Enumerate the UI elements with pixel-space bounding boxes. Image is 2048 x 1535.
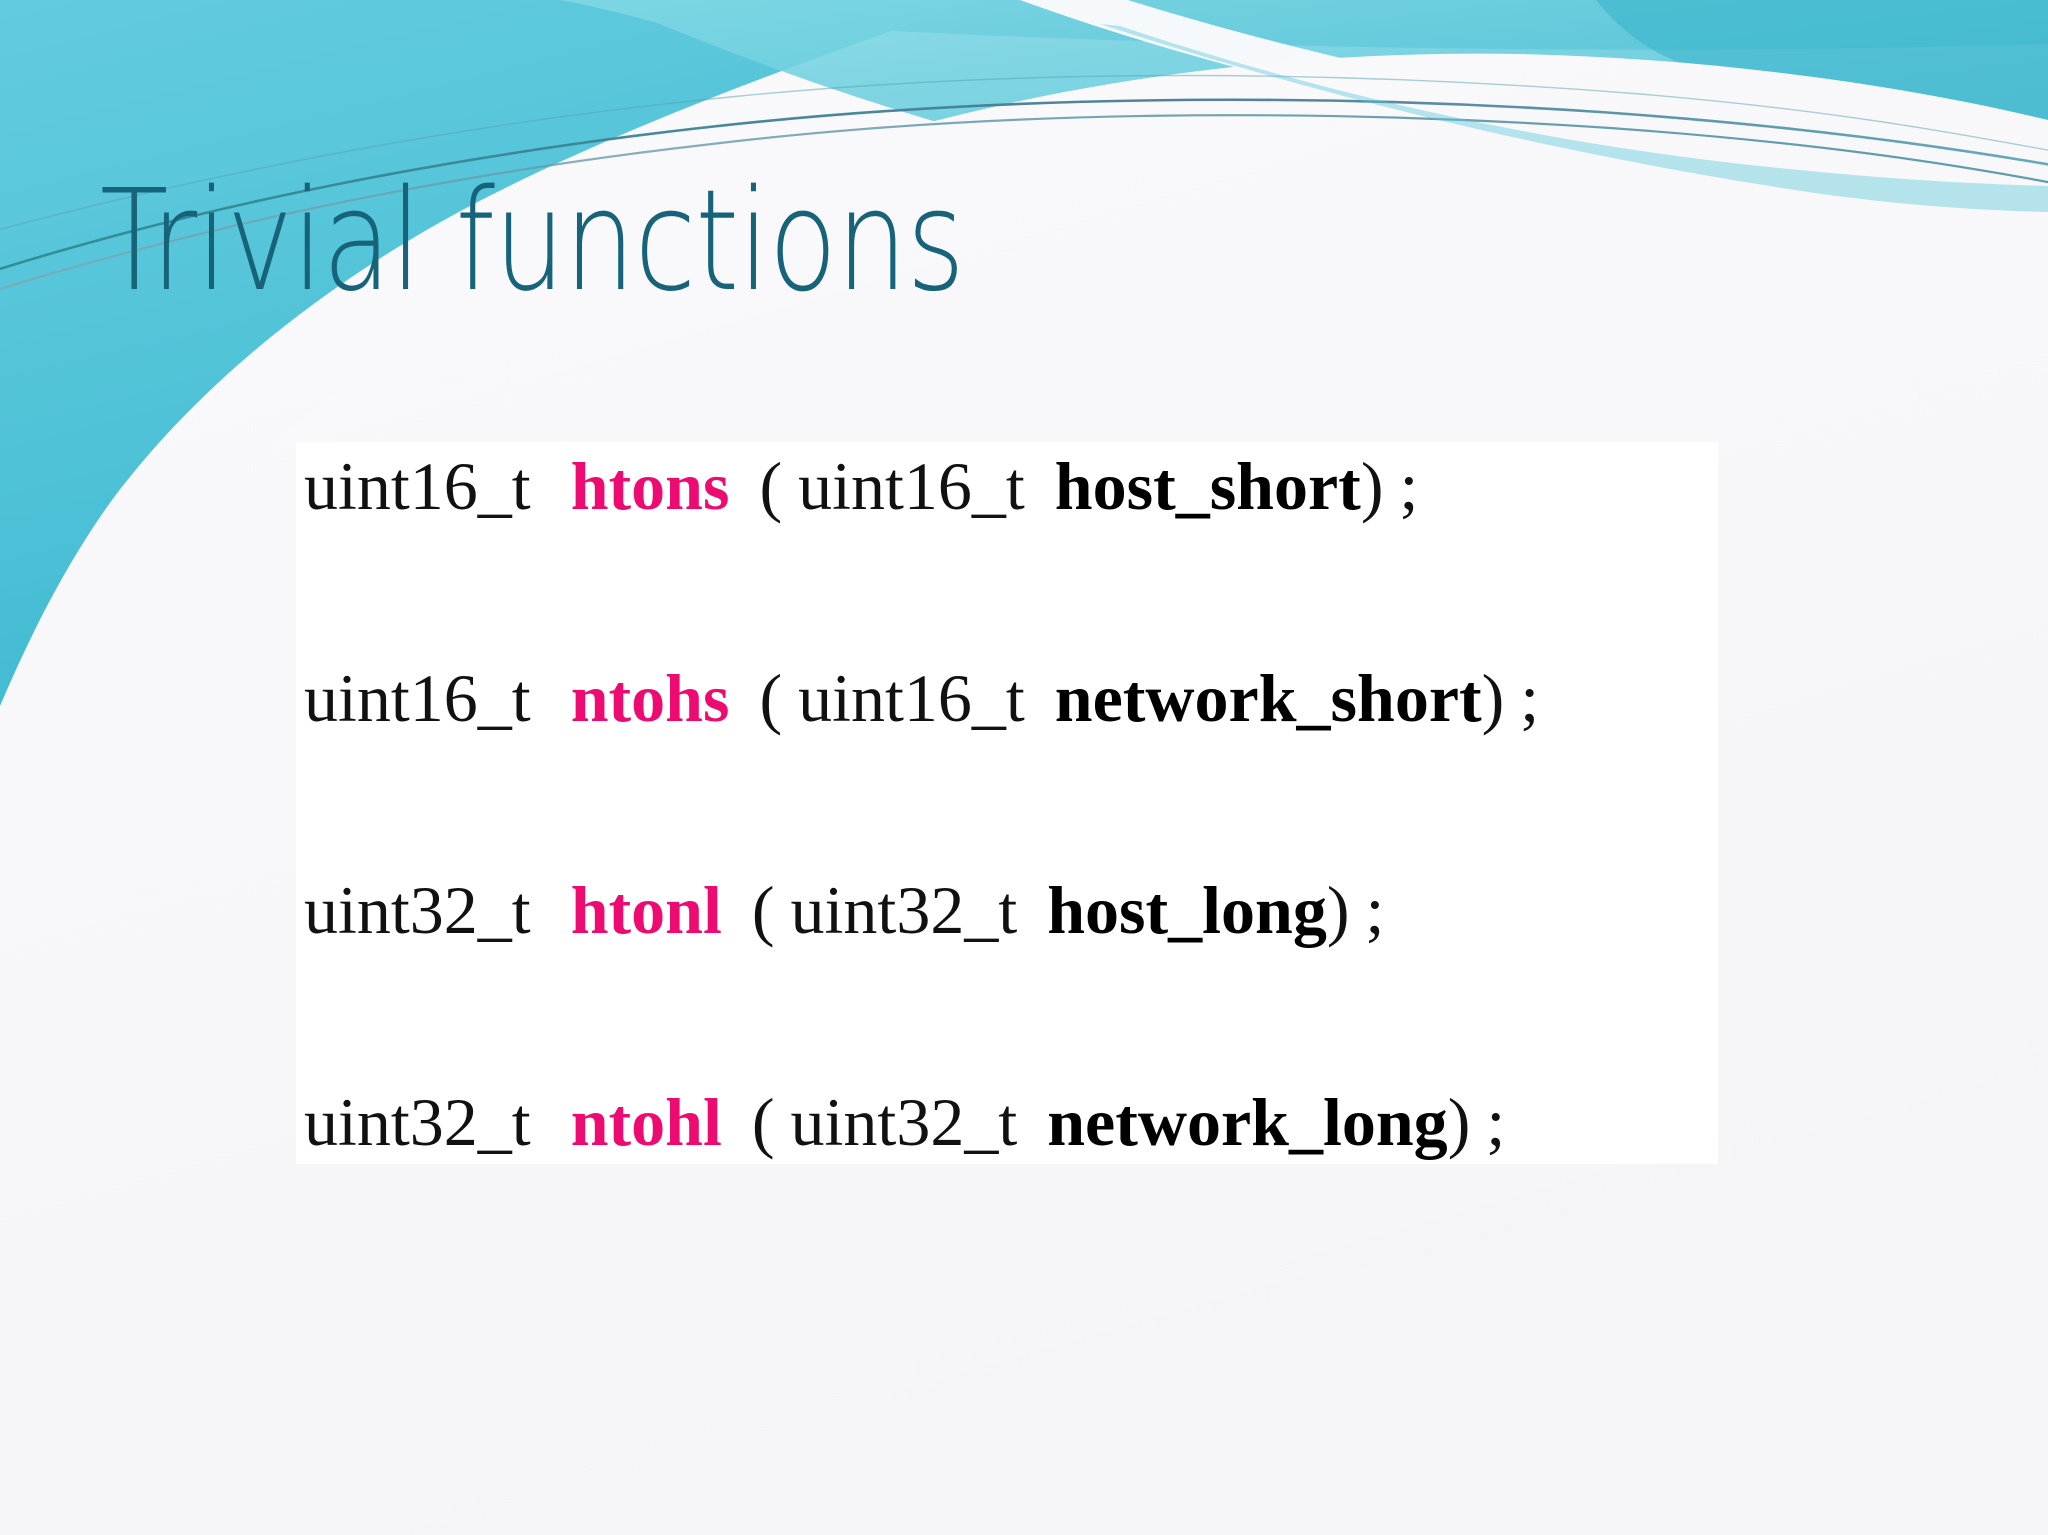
- close-paren: ): [1360, 448, 1384, 524]
- param-name: network_short: [1054, 660, 1482, 736]
- return-type: uint32_t: [304, 872, 531, 948]
- return-type: uint32_t: [304, 1084, 531, 1160]
- semicolon: ;: [1399, 448, 1419, 524]
- semicolon: ;: [1520, 660, 1540, 736]
- param-name: host_short: [1054, 448, 1361, 524]
- param-type: uint32_t: [790, 872, 1018, 948]
- param-type: uint16_t: [798, 660, 1025, 736]
- param-name: network_long: [1047, 1084, 1448, 1160]
- param-type: uint32_t: [790, 1084, 1018, 1160]
- function-name: htons: [570, 448, 730, 524]
- return-type: uint16_t: [304, 448, 531, 524]
- open-paren: (: [759, 448, 783, 524]
- code-panel-background: [296, 442, 1718, 1164]
- semicolon: ;: [1365, 872, 1385, 948]
- function-name: htonl: [570, 872, 722, 948]
- page-title: Trivial functions: [100, 160, 965, 323]
- close-paren: ): [1326, 872, 1350, 948]
- param-type: uint16_t: [798, 448, 1025, 524]
- function-name: ntohs: [570, 660, 730, 736]
- open-paren: (: [751, 1084, 775, 1160]
- open-paren: (: [751, 872, 775, 948]
- return-type: uint16_t: [304, 660, 531, 736]
- close-paren: ): [1481, 660, 1505, 736]
- open-paren: (: [759, 660, 783, 736]
- function-name: ntohl: [570, 1084, 722, 1160]
- param-name: host_long: [1047, 872, 1327, 948]
- semicolon: ;: [1486, 1084, 1506, 1160]
- close-paren: ): [1447, 1084, 1471, 1160]
